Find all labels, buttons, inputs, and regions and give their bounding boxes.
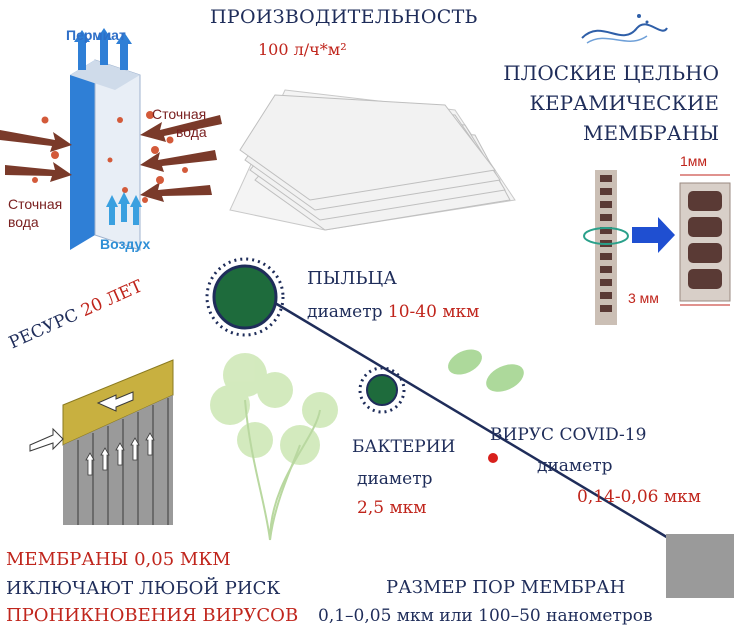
membrane-cross-section bbox=[583, 170, 731, 325]
bacteria-diameter-label: диаметр bbox=[357, 469, 433, 489]
membranes-title-line2: КЕРАМИЧЕСКИЕ bbox=[529, 91, 719, 115]
virus-diameter-label: диаметр bbox=[537, 456, 613, 476]
bacteria-diameter-value: 2,5 мкм bbox=[357, 498, 427, 518]
membranes-title: ПЛОСКИЕ ЦЕЛЬНО КЕРАМИЧЕСКИЕ МЕМБРАНЫ bbox=[503, 58, 719, 148]
filtration-diagram bbox=[0, 28, 222, 251]
pollen-diameter-value: 10-40 мкм bbox=[387, 302, 480, 322]
membranes-size-line: МЕМБРАНЫ 0,05 МКМ bbox=[6, 549, 231, 570]
air-label: Воздух bbox=[100, 236, 151, 252]
bacteria-label: БАКТЕРИИ bbox=[352, 437, 456, 457]
membranes-title-line1: ПЛОСКИЕ ЦЕЛЬНО bbox=[503, 61, 719, 85]
water-splash-logo bbox=[581, 14, 668, 44]
dimension-1mm: 1мм bbox=[680, 153, 708, 169]
exclude-risk-line: ИКЛЮЧАЮТ ЛЮБОЙ РИСК bbox=[6, 578, 281, 599]
productivity-value: 100 л/ч*м² bbox=[258, 40, 347, 59]
dimension-3mm: 3 мм bbox=[628, 290, 659, 306]
pore-size-value: 0,1–0,05 мкм или 100–50 нанометров bbox=[318, 606, 653, 626]
virus-diameter-value: 0,14-0,06 мкм bbox=[577, 487, 701, 507]
permeate-label: Пермиат bbox=[66, 27, 126, 43]
pollen-label: ПЫЛЬЦА bbox=[307, 268, 397, 289]
pollen-diameter-label: диаметр bbox=[307, 302, 388, 322]
wastewater-left-line2: вода bbox=[8, 214, 39, 230]
air-arrows bbox=[106, 192, 142, 225]
membrane-module-image bbox=[29, 359, 174, 525]
productivity-title: ПРОИЗВОДИТЕЛЬНОСТЬ bbox=[210, 6, 478, 28]
wastewater-arrows bbox=[0, 115, 222, 202]
pollen-diameter: диаметр 10-40 мкм bbox=[307, 302, 479, 322]
particles bbox=[32, 111, 188, 203]
wastewater-right-line2: вода bbox=[176, 124, 207, 140]
virus-penetration-line: ПРОНИКНОВЕНИЯ ВИРУСОВ bbox=[6, 605, 299, 626]
pore-size-label: РАЗМЕР ПОР МЕМБРАН bbox=[386, 577, 626, 598]
membranes-title-line3: МЕМБРАНЫ bbox=[583, 121, 719, 145]
virus-label: ВИРУС COVID-19 bbox=[490, 425, 647, 445]
permeate-arrows bbox=[74, 28, 132, 70]
wastewater-left-line1: Сточная bbox=[8, 196, 63, 212]
wastewater-right-line1: Сточная bbox=[152, 106, 207, 122]
ceramic-plates-image bbox=[229, 89, 516, 231]
